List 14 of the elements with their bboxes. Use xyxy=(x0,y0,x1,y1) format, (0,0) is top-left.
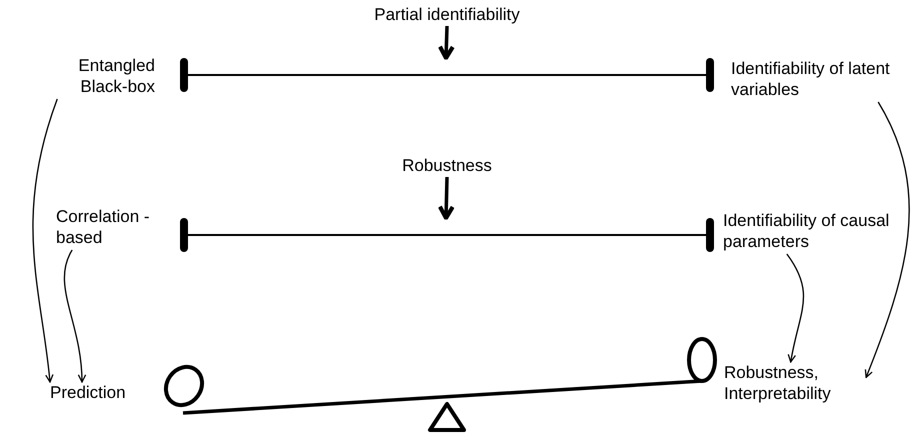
arrow xyxy=(438,26,455,60)
arrow xyxy=(32,98,58,383)
label-text: Identifiability of latent variables xyxy=(731,58,891,100)
label-text: Robustness, Interpretability xyxy=(724,362,869,404)
label-text: Entangled Black-box xyxy=(40,55,155,97)
label-text: Identifiability of causal parameters xyxy=(723,210,891,252)
label-text: Correlation -based xyxy=(56,206,151,248)
label-text: Partial identifiability xyxy=(337,4,557,25)
arrow xyxy=(438,176,455,220)
arrow xyxy=(864,102,910,378)
arrow xyxy=(64,250,86,383)
label-text: Prediction xyxy=(50,382,150,403)
label-text: Robustness xyxy=(337,155,557,176)
arrow xyxy=(786,254,804,363)
